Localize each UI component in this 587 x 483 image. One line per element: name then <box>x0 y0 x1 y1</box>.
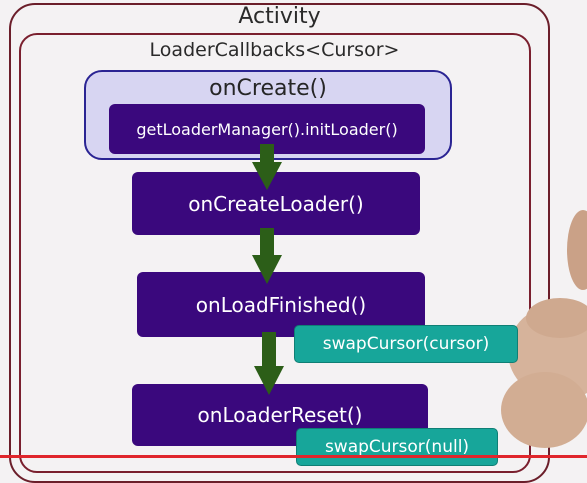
swap-cursor-label: swapCursor(cursor) <box>322 334 490 354</box>
hand-silhouette <box>501 210 587 448</box>
on-load-finished-label: onLoadFinished() <box>195 292 367 317</box>
arrow-init-to-create-loader <box>252 144 282 190</box>
arrows-overlay <box>252 144 587 448</box>
on-create-loader-label: onCreateLoader() <box>188 191 364 216</box>
arrow-create-loader-to-load-finished <box>252 228 282 284</box>
init-loader-label: getLoaderManager().initLoader() <box>136 119 398 139</box>
red-divider-line <box>0 455 587 458</box>
on-create-loader-box: onCreateLoader() <box>132 172 420 235</box>
loader-callbacks-label: LoaderCallbacks<Cursor> <box>149 39 400 61</box>
on-loader-reset-box: onLoaderReset() <box>132 384 428 446</box>
on-loader-reset-label: onLoaderReset() <box>197 403 363 427</box>
swap-cursor-box: swapCursor(cursor) <box>294 325 518 363</box>
arrow-load-finished-to-loader-reset <box>254 332 284 395</box>
swap-cursor-null-box: swapCursor(null) <box>296 428 498 466</box>
on-create-label: onCreate() <box>209 76 327 101</box>
activity-label: Activity <box>238 4 321 29</box>
swap-cursor-null-label: swapCursor(null) <box>324 437 470 457</box>
